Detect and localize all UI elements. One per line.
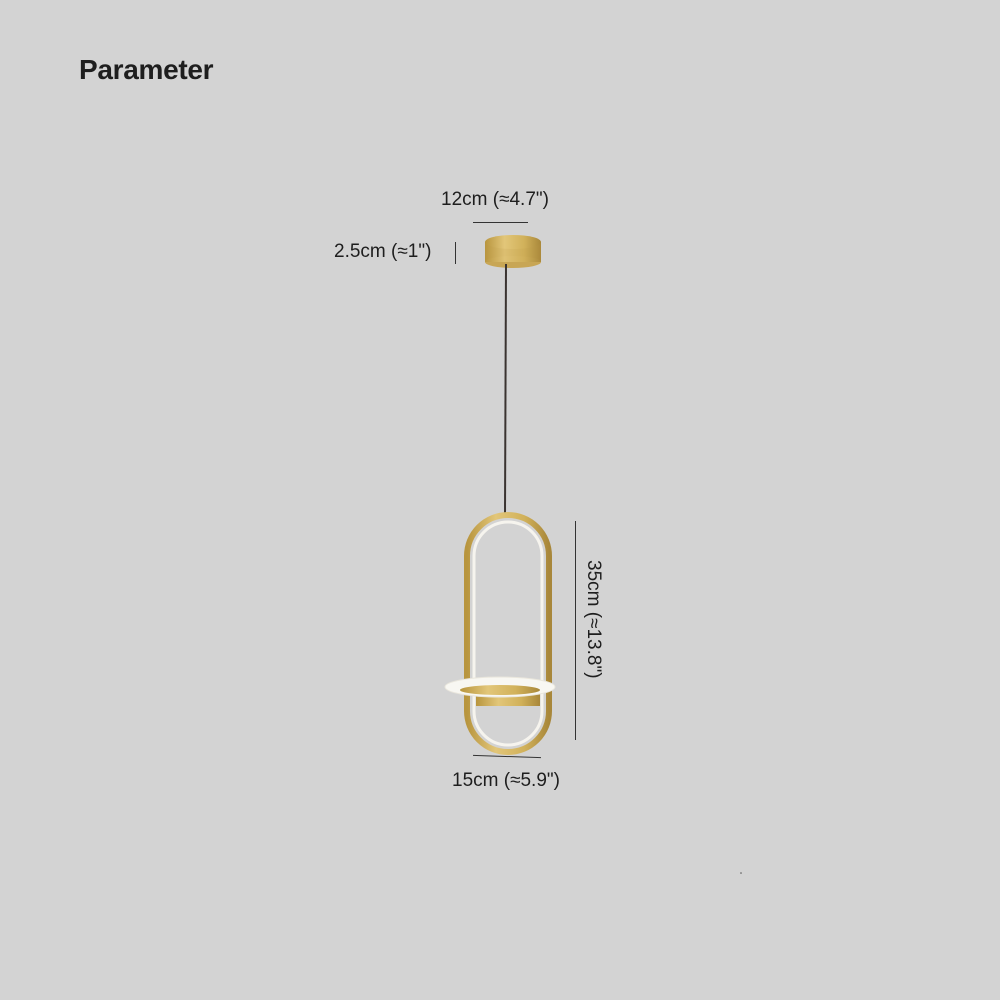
canopy-diameter-line — [473, 222, 528, 223]
canopy-height-line — [455, 242, 456, 264]
oval-frame — [464, 512, 552, 755]
pendant-height-line — [575, 521, 576, 740]
canopy-diameter-label: 12cm (≈4.7") — [441, 189, 549, 210]
canopy-height-label: 2.5cm (≈1") — [334, 241, 432, 262]
cord — [504, 263, 507, 516]
light-ring — [444, 676, 556, 706]
light-strip — [472, 520, 544, 747]
pendant-width-label: 15cm (≈5.9") — [452, 770, 560, 791]
canopy — [485, 235, 541, 268]
page-title: Parameter — [79, 54, 214, 85]
pendant-height-label: 35cm (≈13.8") — [583, 560, 604, 679]
